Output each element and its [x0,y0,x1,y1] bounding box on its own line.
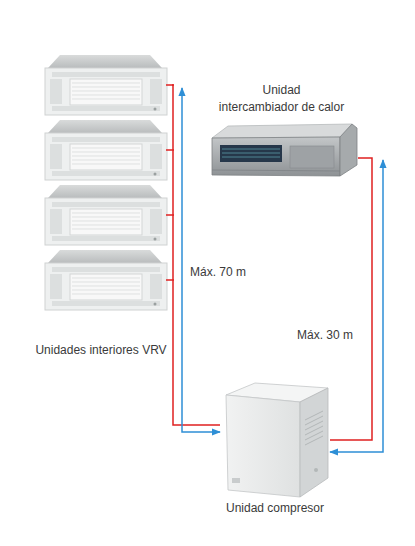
wrap-spacer [205,82,247,99]
unit-label: Unidades interiores VRV [30,342,172,359]
indoor-units-group: Unidades interiores VRV [30,50,172,362]
pipe-connector [172,85,220,425]
heat-exchanger-unit [212,124,357,176]
heat-exchanger-unit-box: Unidad intercambiador de calor [205,82,358,180]
cassette-units [45,55,167,310]
unit-label: Unidad compresor [220,500,330,517]
compressor-unit [226,383,328,497]
distance-label: Máx. 30 m [296,327,354,343]
pipe-connector [182,88,220,432]
pipe-connector [330,160,383,452]
pipe-connector [330,158,372,440]
distance-label: Máx. 70 m [189,264,247,280]
wrap-spacer [316,82,358,99]
unit-label: Unidad intercambiador de calor [205,82,358,116]
compressor-unit-box: Unidad compresor [220,380,330,520]
